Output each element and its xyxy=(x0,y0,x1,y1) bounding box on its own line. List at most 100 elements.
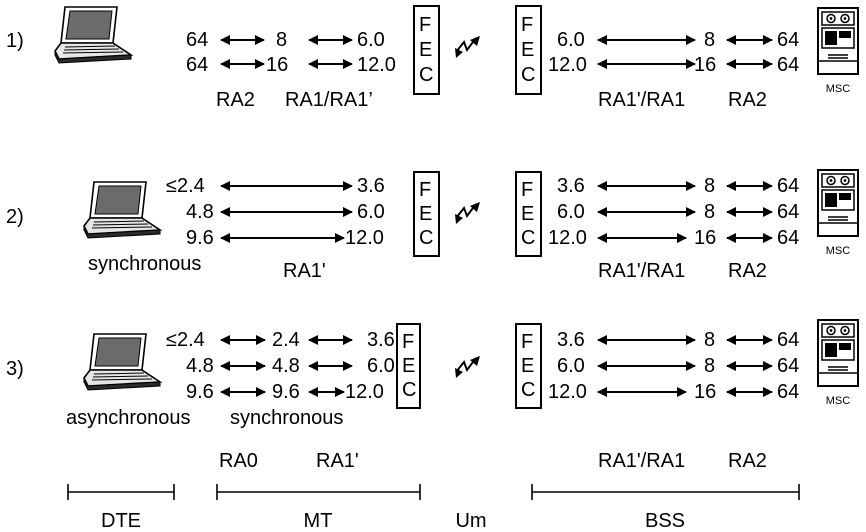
radio-link-icon xyxy=(454,355,481,379)
dte-value: 9.6 xyxy=(186,227,214,249)
row-number: 3) xyxy=(6,358,24,380)
mt-bracket xyxy=(216,484,421,500)
fec-letter: C xyxy=(521,64,535,86)
row-2: 2) ≤2.4 4.8 9.6 3.6 6.0 12.0 F E C F E C… xyxy=(6,169,859,282)
ra-label: RA1'/RA1 xyxy=(598,89,685,111)
mt-value: 4.8 xyxy=(272,355,300,377)
fec-letter: F xyxy=(419,14,431,36)
fec-letter: F xyxy=(402,331,414,353)
mt-value: 16 xyxy=(266,54,288,76)
ra-label: RA1'/RA1 xyxy=(598,260,685,282)
bss-rate: 3.6 xyxy=(557,175,585,197)
bss-rate: 64 xyxy=(777,54,799,76)
dte-mode-label: asynchronous xyxy=(66,407,191,429)
row-number: 2) xyxy=(6,206,24,228)
dte-value: 9.6 xyxy=(186,381,214,403)
fec-letter: E xyxy=(521,355,534,377)
fec-letter: E xyxy=(419,39,432,61)
laptop-icon xyxy=(83,181,161,239)
mt-value: 9.6 xyxy=(272,381,300,403)
ra-label: RA2 xyxy=(728,260,767,282)
bss-rate: 3.6 xyxy=(557,329,585,351)
bss-rate: 64 xyxy=(777,201,799,223)
bss-rate: 12.0 xyxy=(548,227,587,249)
fec-box-mt xyxy=(396,323,421,409)
air-rate: 12.0 xyxy=(357,54,396,76)
bss-rate: 16 xyxy=(694,381,716,403)
segment-label-bss: BSS xyxy=(645,510,685,532)
dte-bracket xyxy=(67,484,175,500)
air-rate: 12.0 xyxy=(345,381,384,403)
fec-letter: F xyxy=(521,331,533,353)
laptop-icon xyxy=(54,6,132,64)
dte-value: ≤2.4 xyxy=(166,175,205,197)
segment-label-mt: MT xyxy=(304,510,333,532)
bss-rate: 6.0 xyxy=(557,201,585,223)
fec-letter: F xyxy=(419,179,431,201)
fec-letter: E xyxy=(521,39,534,61)
ra-label: RA1' xyxy=(283,260,326,282)
bss-rate: 8 xyxy=(704,355,715,377)
fec-letter: C xyxy=(419,64,433,86)
mt-mode-label: synchronous xyxy=(230,407,343,429)
dte-value: 64 xyxy=(186,29,208,51)
fec-letter: E xyxy=(402,355,415,377)
msc-icon xyxy=(817,169,859,237)
air-rate: 6.0 xyxy=(367,355,395,377)
dte-mode-label: synchronous xyxy=(88,253,201,275)
row-number: 1) xyxy=(6,30,24,52)
air-rate: 3.6 xyxy=(367,329,395,351)
msc-label: MSC xyxy=(826,83,851,95)
segment-label-dte: DTE xyxy=(101,510,141,532)
bss-rate: 12.0 xyxy=(548,381,587,403)
air-rate: 6.0 xyxy=(357,201,385,223)
laptop-icon xyxy=(83,333,161,391)
fec-letter: C xyxy=(521,379,535,401)
ra-label: RA0 xyxy=(219,450,258,472)
msc-label: MSC xyxy=(826,395,851,407)
air-rate: 3.6 xyxy=(357,175,385,197)
ra-label: RA2 xyxy=(216,89,255,111)
bss-rate: 64 xyxy=(777,355,799,377)
bss-rate: 16 xyxy=(694,54,716,76)
bss-rate: 64 xyxy=(777,381,799,403)
ra-label: RA1/RA1’ xyxy=(285,89,373,111)
msc-label: MSC xyxy=(826,245,851,257)
bss-bracket xyxy=(531,484,800,500)
radio-link-icon xyxy=(454,35,481,59)
dte-value: 4.8 xyxy=(186,201,214,223)
fec-box-mt xyxy=(413,171,440,257)
bss-rate: 12.0 xyxy=(548,54,587,76)
bss-rate: 8 xyxy=(704,201,715,223)
segment-label-um: Um xyxy=(455,510,486,532)
fec-letter: C xyxy=(402,379,416,401)
fec-letter: E xyxy=(521,203,534,225)
radio-link-icon xyxy=(454,201,481,225)
ra-label: RA1' xyxy=(316,450,359,472)
mt-value: 2.4 xyxy=(272,329,300,351)
fec-letter: F xyxy=(521,179,533,201)
bss-rate: 6.0 xyxy=(557,355,585,377)
air-rate: 12.0 xyxy=(345,227,384,249)
mt-value: 8 xyxy=(276,29,287,51)
fec-letter: C xyxy=(419,227,433,249)
fec-box-bss xyxy=(515,171,542,257)
bss-rate: 64 xyxy=(777,329,799,351)
bss-rate: 8 xyxy=(704,29,715,51)
dte-value: 64 xyxy=(186,54,208,76)
fec-box-mt xyxy=(413,5,440,95)
ra-label: RA2 xyxy=(728,89,767,111)
row-1: 1) 64 64 8 16 6.0 12.0 F E C F E C 6.0 1… xyxy=(6,5,859,111)
ra-label: RA2 xyxy=(728,450,767,472)
fec-letter: F xyxy=(521,14,533,36)
air-rate: 6.0 xyxy=(357,29,385,51)
fec-letter: C xyxy=(521,227,535,249)
dte-value: ≤2.4 xyxy=(166,329,205,351)
fec-box-bss xyxy=(515,5,542,95)
segment-brackets: DTE MT Um BSS xyxy=(67,484,800,532)
ra-label: RA1'/RA1 xyxy=(598,450,685,472)
row-3: 3) ≤2.4 4.8 9.6 2.4 4.8 9.6 3.6 6.0 12.0… xyxy=(6,319,859,472)
bss-rate: 64 xyxy=(777,175,799,197)
bss-rate: 64 xyxy=(777,29,799,51)
